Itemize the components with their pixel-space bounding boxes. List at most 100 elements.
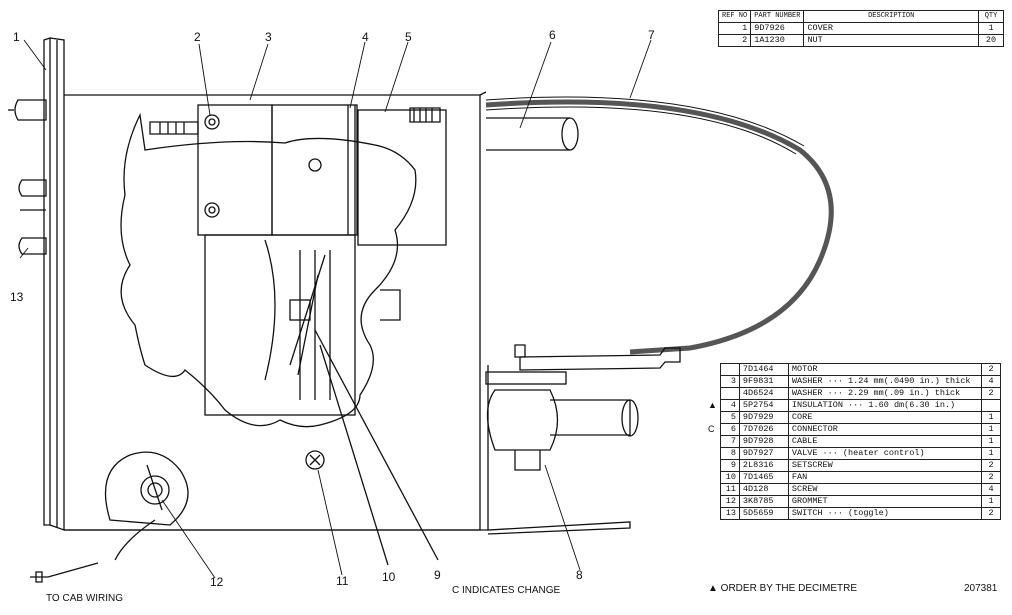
header-description: DESCRIPTION bbox=[803, 10, 979, 23]
row-mark bbox=[705, 460, 720, 472]
callout-9: 9 bbox=[434, 568, 441, 582]
callout-3: 3 bbox=[265, 30, 272, 44]
heater-housing bbox=[64, 91, 631, 535]
row-mark bbox=[705, 448, 720, 460]
screw bbox=[305, 450, 325, 470]
description: CORE bbox=[787, 411, 983, 424]
leader-lines bbox=[19, 39, 652, 579]
part-number: 9D7928 bbox=[738, 435, 789, 448]
grommet bbox=[104, 451, 189, 526]
indicates-change-note: C INDICATES CHANGE bbox=[452, 585, 561, 596]
part-number: 7D7026 bbox=[738, 423, 789, 436]
to-cab-wiring-label: TO CAB WIRING bbox=[46, 593, 124, 604]
description: SCREW bbox=[787, 483, 983, 496]
qty: 2 bbox=[981, 363, 1001, 376]
row-mark bbox=[705, 472, 720, 484]
qty: 1 bbox=[978, 22, 1004, 35]
row-mark: ▲ bbox=[708, 400, 717, 410]
cable bbox=[485, 99, 834, 355]
callout-6: 6 bbox=[549, 28, 556, 42]
cutaway-outline bbox=[120, 112, 417, 428]
description: CONNECTOR bbox=[787, 423, 983, 436]
part-number: 4D6524 bbox=[738, 387, 789, 400]
ref-no: 1 bbox=[717, 22, 752, 35]
callout-13: 13 bbox=[10, 290, 24, 304]
cover-plate bbox=[43, 37, 65, 531]
callout-2: 2 bbox=[194, 30, 201, 44]
qty: 4 bbox=[981, 483, 1001, 496]
ref-no: 10 bbox=[719, 471, 740, 484]
description: SETSCREW bbox=[787, 459, 983, 472]
qty: 1 bbox=[981, 411, 1001, 424]
row-mark bbox=[705, 376, 720, 388]
description: CABLE bbox=[787, 435, 983, 448]
ref-no: 2 bbox=[717, 34, 752, 47]
row-mark bbox=[705, 388, 720, 400]
table-row: 2 1A1230 NUT 20 bbox=[717, 34, 1004, 47]
top-table-header: REF NO PART NUMBER DESCRIPTION QTY bbox=[717, 10, 1004, 23]
callout-8: 8 bbox=[576, 568, 583, 582]
callout-12: 12 bbox=[210, 575, 224, 589]
qty: 2 bbox=[981, 471, 1001, 484]
description: MOTOR bbox=[787, 363, 983, 376]
qty: 2 bbox=[981, 507, 1001, 520]
description: NUT bbox=[803, 34, 979, 47]
callout-10: 10 bbox=[382, 570, 396, 584]
description: WASHER ··· 1.24 mm(.0490 in.) thick bbox=[787, 375, 983, 388]
row-mark bbox=[705, 484, 720, 496]
order-by-decimetre-note: ▲ ORDER BY THE DECIMETRE bbox=[708, 583, 857, 594]
illustration-number: 207381 bbox=[964, 583, 998, 594]
ref-no bbox=[719, 387, 740, 400]
part-number: 9D7927 bbox=[738, 447, 789, 460]
ref-no bbox=[719, 363, 740, 376]
qty: 1 bbox=[981, 447, 1001, 460]
description: INSULATION ··· 1.60 dm(6.30 in.) bbox=[787, 399, 983, 412]
row-mark bbox=[705, 496, 720, 508]
qty: 1 bbox=[981, 495, 1001, 508]
ref-no: 8 bbox=[719, 447, 740, 460]
ref-no: 6 bbox=[719, 423, 740, 436]
description: GROMMET bbox=[787, 495, 983, 508]
description: COVER bbox=[803, 22, 979, 35]
description: FAN bbox=[787, 471, 983, 484]
row-mark bbox=[705, 364, 720, 376]
heater-valve bbox=[485, 344, 681, 471]
connector-tube bbox=[486, 117, 579, 151]
ref-no: 5 bbox=[719, 411, 740, 424]
part-number: 9F9831 bbox=[738, 375, 789, 388]
callout-7: 7 bbox=[648, 28, 655, 42]
ref-no: 11 bbox=[719, 483, 740, 496]
part-number: 5D5659 bbox=[738, 507, 789, 520]
ref-no: 3 bbox=[719, 375, 740, 388]
header-ref-no: REF NO bbox=[717, 10, 752, 23]
qty: 1 bbox=[981, 423, 1001, 436]
callout-5: 5 bbox=[405, 30, 412, 44]
part-number: 7D1464 bbox=[738, 363, 789, 376]
top-parts-table: REF NO PART NUMBER DESCRIPTION QTY 1 9D7… bbox=[717, 10, 1004, 47]
header-qty: QTY bbox=[978, 10, 1004, 23]
ref-no: 12 bbox=[719, 495, 740, 508]
callout-4: 4 bbox=[362, 30, 369, 44]
ref-no: 9 bbox=[719, 459, 740, 472]
table-row: 1 9D7926 COVER 1 bbox=[717, 22, 1004, 35]
qty: 1 bbox=[981, 435, 1001, 448]
part-number: 2L8316 bbox=[738, 459, 789, 472]
ref-no: 4 bbox=[719, 399, 740, 412]
description: VALVE ··· (heater control) bbox=[787, 447, 983, 460]
part-number: 9D7926 bbox=[750, 22, 805, 35]
row-mark bbox=[705, 412, 720, 424]
callout-11: 11 bbox=[336, 574, 349, 588]
part-number: 4D128 bbox=[738, 483, 789, 496]
